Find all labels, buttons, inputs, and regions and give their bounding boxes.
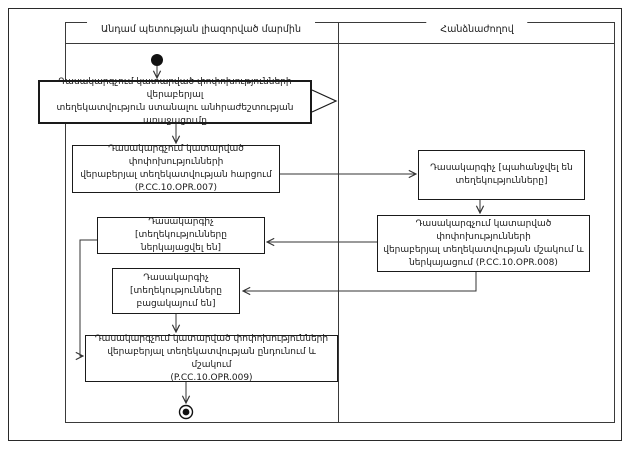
lane-divider: [338, 22, 339, 423]
state-classifier-information-absent-label: Դասակարգիչ [տեղեկությունները բացակայում …: [130, 272, 222, 309]
swimlane-frame: [65, 22, 615, 423]
send-signal-chevron: [311, 89, 338, 113]
state-classifier-information-presented: Դասակարգիչ [տեղեկությունները ներկայացվել…: [97, 217, 265, 254]
final-node: [178, 404, 194, 420]
lane-header-separator: [65, 43, 615, 44]
action-request-information-label: Դասակարգչում կատարված փոփոխությունների վ…: [80, 144, 272, 193]
state-classifier-information-requested: Դասակարգիչ [պահանջվել են տեղեկություններ…: [418, 150, 585, 200]
lane-title-authorized-body: Անդամ պետության լիազորված մարմին: [87, 18, 315, 40]
state-classifier-information-requested-label: Դասակարգիչ [պահանջվել են տեղեկություններ…: [430, 163, 573, 186]
edge-process-to-state-absent: [243, 272, 477, 291]
action-receive-and-process-information: Դասակարգչում կատարված փոփոխությունների վ…: [85, 333, 338, 383]
edge-state-presented-to-receive: [80, 239, 97, 356]
action-receive-and-process-information-label: Դասակարգչում կատարված փոփոխությունների վ…: [94, 333, 329, 383]
action-process-and-present-information-label: Դասակարգչում կատարված փոփոխությունների վ…: [383, 218, 584, 268]
initial-node: [151, 54, 163, 66]
action-process-and-present-information: Դասակարգչում կատարված փոփոխությունների վ…: [377, 215, 590, 272]
state-classifier-information-presented-label: Դասակարգիչ [տեղեկությունները ներկայացվել…: [135, 217, 227, 253]
action-request-information: Դասակարգչում կատարված փոփոխությունների վ…: [72, 144, 280, 193]
page-border: [8, 8, 622, 441]
lane-title-commission: Հանձնաժողով: [426, 18, 528, 40]
action-information-need: Դասակարգչում կատարված փոփոխությունների վ…: [38, 77, 312, 126]
state-classifier-information-absent: Դասակարգիչ [տեղեկությունները բացակայում …: [112, 268, 240, 314]
action-information-need-label: Դասակարգչում կատարված փոփոխությունների վ…: [56, 77, 294, 126]
